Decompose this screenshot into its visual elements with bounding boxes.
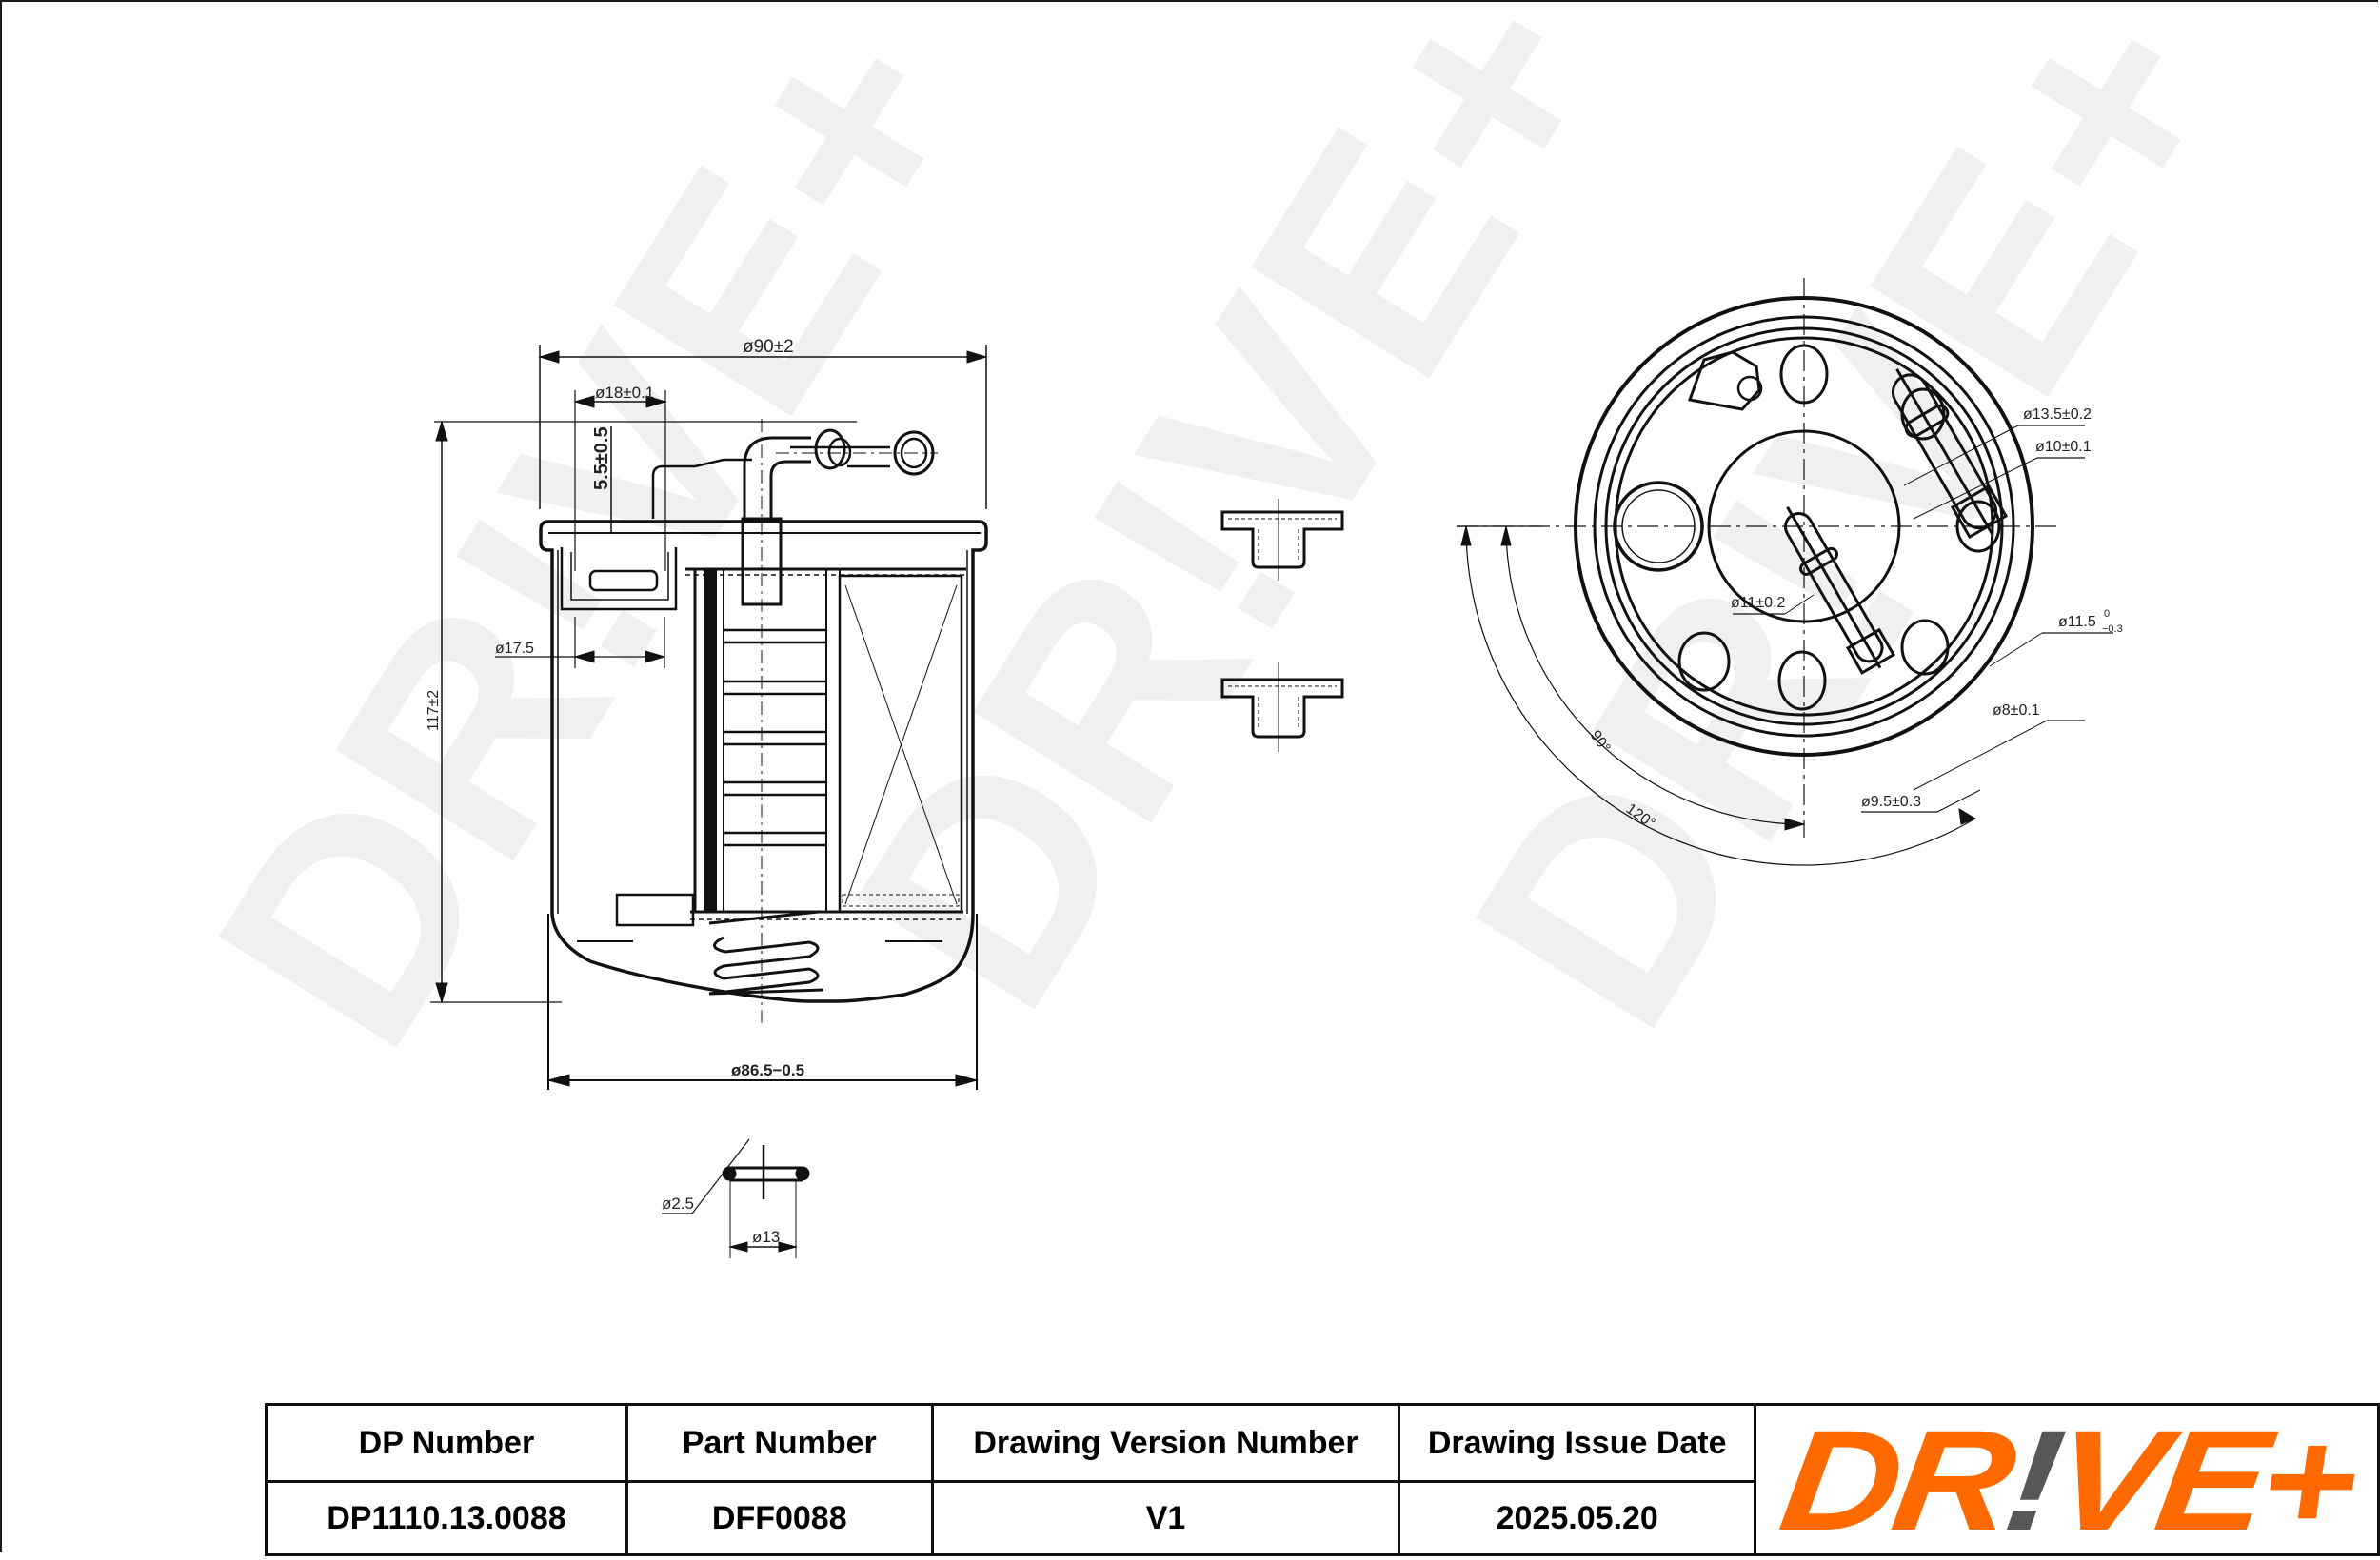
title-block: DP Number Part Number Drawing Version Nu…: [265, 1399, 2380, 1560]
value-part-number: DFF0088: [625, 1480, 934, 1556]
header-drawing-version: Drawing Version Number: [930, 1403, 1401, 1483]
dim-oring-section: ø2.5: [662, 1195, 694, 1213]
drive-plus-logo: DR!VE+: [1772, 1399, 2362, 1560]
dim-top-9-5: ø9.5±0.3: [1861, 794, 1921, 810]
dim-top-8: ø8±0.1: [1993, 702, 2040, 719]
svg-text:0: 0: [2104, 608, 2110, 620]
value-dp-number: DP1110.13.0088: [265, 1480, 628, 1556]
value-issue-date: 2025.05.20: [1398, 1480, 1757, 1556]
header-dp-number: DP Number: [265, 1403, 628, 1483]
grommet-top: [1220, 499, 1344, 581]
dim-outer-diameter: ø90±2: [743, 337, 794, 357]
dim-top-10: ø10±0.1: [2035, 439, 2092, 455]
o-ring-detail: [662, 1138, 810, 1258]
dim-inner-port: ø17.5: [495, 641, 534, 657]
dim-oring-inner: ø13: [752, 1228, 780, 1246]
brand-logo: DR!VE+: [1754, 1399, 2380, 1560]
svg-text:ø11.5: ø11.5: [2058, 614, 2096, 630]
header-part-number: Part Number: [625, 1403, 934, 1483]
top-view: [1457, 278, 2113, 866]
svg-text:−0.3: −0.3: [2102, 623, 2123, 635]
grommet-bottom: [1220, 662, 1344, 752]
value-drawing-version: V1: [930, 1480, 1401, 1556]
dim-top-13-5: ø13.5±0.2: [2023, 406, 2092, 423]
dim-port-diameter: ø18±0.1: [595, 384, 654, 402]
dim-top-11-5: ø11.5 0 −0.3: [2058, 608, 2123, 635]
dim-height: 117±2: [426, 690, 442, 731]
dim-top-11: ø11±0.2: [1731, 595, 1786, 611]
side-section-view: [430, 345, 988, 1090]
header-issue-date: Drawing Issue Date: [1398, 1403, 1757, 1483]
dim-port-height: 5.5±0.5: [591, 426, 612, 490]
dim-body-diameter: ø86.5−0.5: [731, 1061, 804, 1079]
